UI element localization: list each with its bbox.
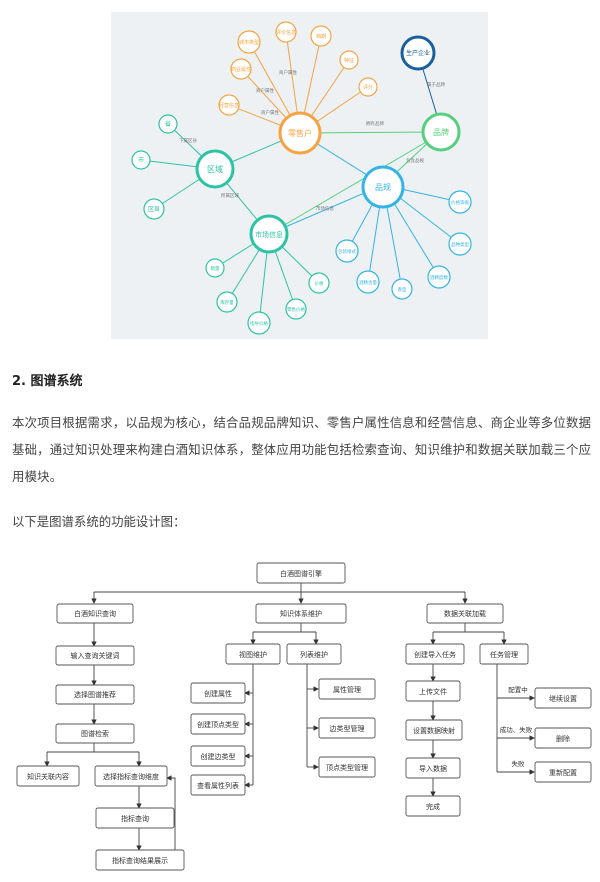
kg-node-region: 区域: [207, 164, 223, 174]
kg-node-label: 销量: [211, 265, 220, 272]
flow-node: 输入查询关键词: [71, 651, 120, 660]
kg-node-label: 酒精含量: [359, 279, 377, 286]
flow-node: 创建边类型: [201, 752, 236, 761]
edge-label: 商户属性: [256, 87, 274, 94]
kg-node-label: 指导价格: [250, 320, 268, 327]
edge-label: 市场信息: [316, 205, 334, 212]
edge-label: 所属区域: [221, 192, 239, 199]
kg-node-label: 零售价格: [287, 306, 305, 313]
flow-node: 设置数据映射: [413, 726, 455, 735]
knowledge-graph-image: 商户属性 商户属性 商户属性 拥有品牌 属于品牌 下属区县 包含品规 所属区域 …: [111, 12, 488, 339]
kg-node-label: 香型: [398, 286, 407, 293]
flowchart-intro: 以下是图谱系统的功能设计图：: [12, 514, 186, 529]
kg-node-label: 区县: [148, 206, 160, 213]
knowledge-graph-svg: 商户属性 商户属性 商户属性 拥有品牌 属于品牌 下属区县 包含品规 所属区域 …: [131, 21, 472, 335]
section-heading: 2. 图谱系统: [12, 374, 83, 389]
flow-node: 顶点类型管理: [326, 763, 368, 772]
kg-node-label: 品种类型: [451, 241, 469, 248]
flow-node: 导入数据: [419, 764, 447, 773]
kg-node-label: 价格等级: [451, 199, 469, 206]
edge-label: 包含品规: [406, 157, 424, 164]
flow-node: 创建导入任务: [414, 650, 456, 659]
flow-edge-label: 成功、失败: [500, 725, 533, 734]
flow-node: 列表维护: [300, 650, 328, 659]
flow-node: 继续设置: [549, 694, 577, 703]
kg-node-label: 特征: [344, 57, 354, 64]
flow-node: 视图维护: [239, 650, 267, 659]
kg-node-brand: 品牌: [433, 127, 449, 137]
flow-node: 创建顶点类型: [197, 720, 239, 729]
flow-node: 创建属性: [204, 689, 232, 698]
kg-node-label: 评分: [363, 84, 373, 91]
function-design-flowchart: 白酒图谱引擎 白酒知识查询 知识体系维护 数据关联加载 输入查询关键词 选择图谱…: [16, 562, 592, 871]
kg-node-label: 档期: [316, 33, 326, 40]
flow-edge-label: 配置中: [508, 685, 528, 694]
kg-node-label: 商业属性: [231, 66, 251, 73]
flow-module-query: 白酒知识查询: [74, 609, 116, 618]
flow-node: 属性管理: [333, 685, 361, 694]
edge-label: 下属区县: [179, 138, 197, 144]
edge-label: 商户属性: [261, 109, 279, 116]
flow-node: 删除: [556, 734, 570, 743]
flow-module-load: 数据关联加载: [444, 609, 486, 618]
flow-node: 重新配置: [549, 768, 577, 777]
edge-label: 属于品牌: [427, 81, 445, 88]
kg-node-spec: 品规: [375, 182, 391, 192]
kg-node-market: 市场信息: [255, 230, 283, 239]
flow-node: 查看属性列表: [197, 781, 239, 790]
edge-label: 商户属性: [279, 69, 297, 76]
flow-node: 任务管理: [490, 650, 518, 659]
flow-node: 选择图谱推荐: [74, 690, 116, 699]
flow-module-maintain: 知识体系维护: [280, 609, 322, 618]
flow-node: 图谱检索: [81, 729, 109, 738]
flow-node: 指标查询结果展示: [112, 856, 168, 865]
section-paragraph: 本次项目根据需求，以品规为核心，结合品规品牌知识、零售户属性信息和经营信息、商企…: [12, 415, 592, 484]
flow-node: 知识关联内容: [27, 772, 69, 781]
kg-node-label: 市: [138, 156, 144, 164]
flow-edge-label: 失败: [512, 759, 526, 768]
kg-node-retail: 零售户: [288, 128, 312, 138]
flow-node: 选择指标查询维度: [103, 772, 159, 781]
kg-node-label: 包装样式: [338, 248, 356, 255]
flow-node: 指标查询: [121, 814, 149, 823]
kg-node-label: 库存量: [220, 299, 234, 306]
kg-node-label: 城市类型: [239, 39, 259, 46]
flow-root: 白酒图谱引擎: [280, 569, 322, 578]
kg-node-label: 酒精度数: [430, 274, 448, 281]
kg-node-label: 经营信息: [219, 102, 239, 109]
edge-label: 拥有品牌: [366, 120, 384, 127]
kg-node-label: 省: [165, 120, 171, 128]
flow-node: 完成: [426, 802, 440, 811]
kg-node-producer: 生产企业: [406, 49, 430, 57]
flow-node: 边类型管理: [330, 724, 365, 733]
kg-node-label: 价格: [315, 280, 324, 287]
flow-node: 上传文件: [419, 687, 447, 696]
kg-node-label: 评价信息: [276, 29, 296, 36]
